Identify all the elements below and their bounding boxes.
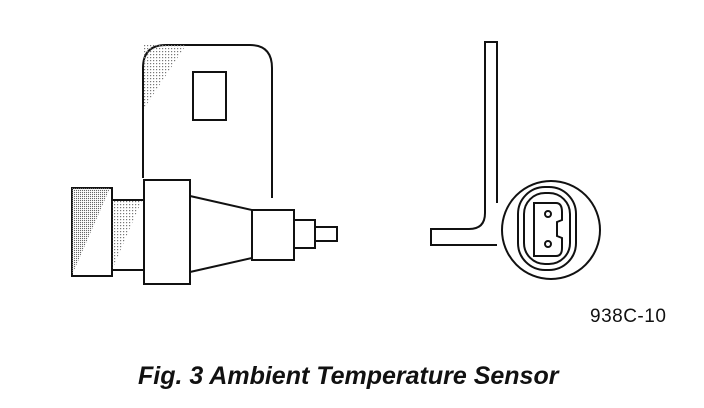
end-view-bracket <box>430 41 498 246</box>
bracket-shading <box>143 45 186 110</box>
knob-shading <box>72 188 110 275</box>
sensor-side-view <box>71 44 338 285</box>
tapered-section <box>189 195 253 273</box>
figure-reference-code: 938C-10 <box>590 306 667 327</box>
probe-tip <box>314 226 338 242</box>
bracket-window <box>192 71 227 121</box>
sensor-housing <box>143 179 191 285</box>
figure-caption: Fig. 3 Ambient Temperature Sensor <box>138 362 559 390</box>
connector-oval-outer <box>517 186 577 271</box>
connector-collar <box>293 219 316 249</box>
connector-oval-inner <box>523 192 571 265</box>
pin-cavity <box>533 202 563 257</box>
connector-pin-1 <box>544 210 552 218</box>
connector-block <box>251 209 295 261</box>
sensor-end-view <box>430 41 601 280</box>
connector-pin-2 <box>544 240 552 248</box>
neck-shading <box>112 200 142 270</box>
